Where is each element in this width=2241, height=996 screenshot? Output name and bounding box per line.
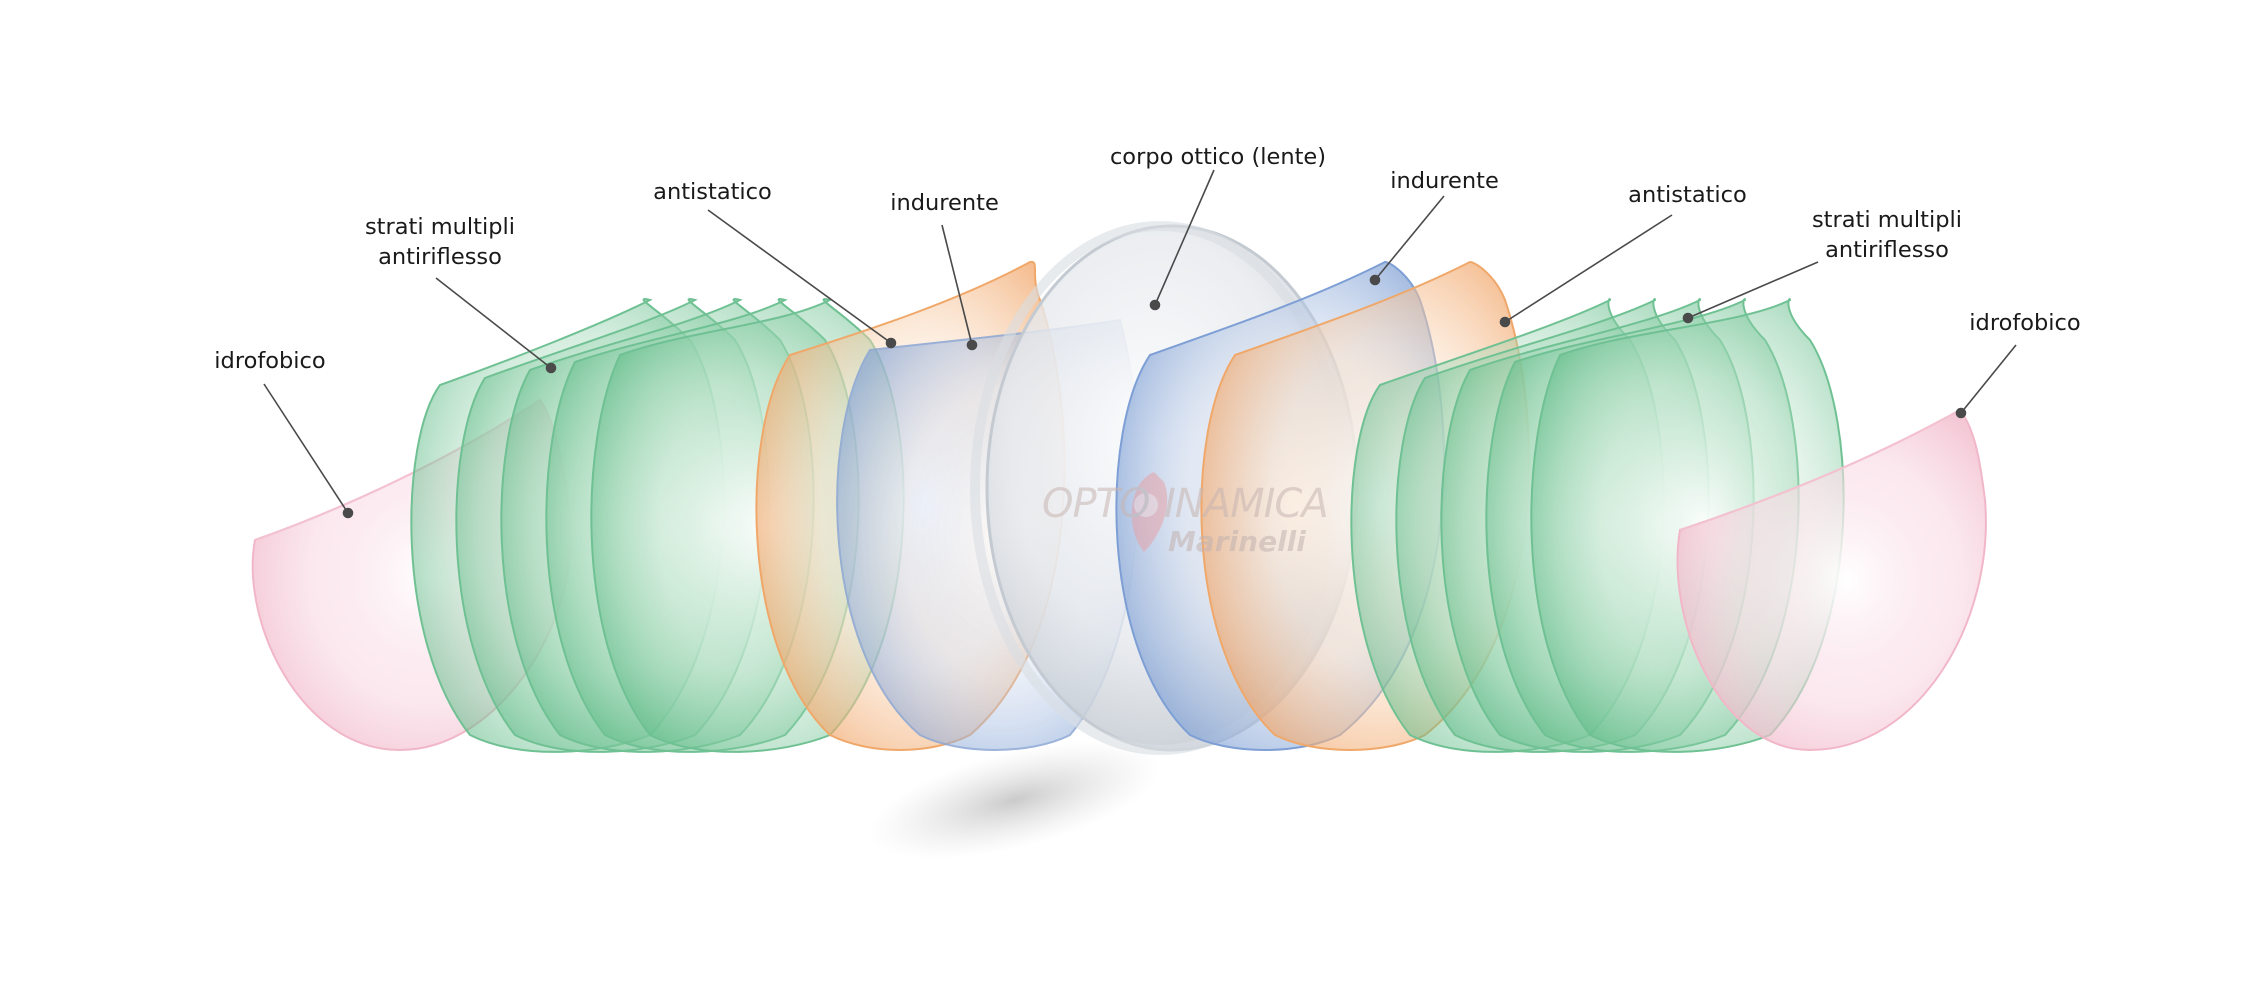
leader-dot-indurente-left [966, 339, 978, 351]
leader-idrofobico-right [1960, 344, 2017, 414]
label-indurente-left: indurente [890, 190, 999, 216]
label-antistatico-right: antistatico [1628, 182, 1747, 208]
label-corpo-ottico: corpo ottico (lente) [1109, 144, 1327, 170]
label-strati-left: strati multipli antiriflesso [355, 212, 525, 272]
logo-mark-icon [1131, 472, 1168, 552]
lens-shadow [868, 740, 1162, 860]
leader-dot-indurente-right [1369, 274, 1381, 286]
label-strati-left-line2: antiriflesso [378, 244, 502, 270]
leader-antistatico-left [707, 209, 892, 344]
leader-antistatico-right [1504, 214, 1673, 323]
label-strati-left-line1: strati multipli [364, 214, 516, 240]
watermark-text-opto: OPTO [1042, 481, 1151, 527]
label-antistatico-left: antistatico [653, 179, 772, 205]
leader-dot-antistatico-right [1499, 316, 1511, 328]
leader-corpo-ottico [1154, 169, 1215, 306]
leader-dot-strati-left [545, 362, 557, 374]
label-indurente-right: indurente [1390, 168, 1499, 194]
watermark-text-marinelli: Marinelli [1168, 525, 1306, 558]
hydrophobic-layer-right-edge [1679, 409, 1961, 531]
leader-strati-left [435, 277, 552, 369]
leader-dot-corpo-ottico [1149, 299, 1161, 311]
label-strati-right-line1: strati multipli [1811, 207, 1963, 233]
label-strati-right-line2: antiriflesso [1825, 237, 1949, 263]
label-strati-right: strati multipli antiriflesso [1802, 205, 1972, 265]
leader-lines [263, 169, 2017, 519]
watermark-text-inamica: INAMICA [1164, 481, 1329, 527]
leader-dot-idrofobico-left [342, 507, 354, 519]
label-idrofobico-left: idrofobico [214, 348, 326, 374]
leader-dot-strati-right [1682, 312, 1694, 324]
leader-indurente-left [941, 224, 973, 346]
leader-strati-right [1687, 261, 1819, 319]
leader-indurente-right [1374, 195, 1445, 281]
label-idrofobico-right: idrofobico [1969, 310, 2081, 336]
leader-idrofobico-left [263, 383, 349, 514]
leader-dot-antistatico-left [885, 337, 897, 349]
leader-dot-idrofobico-right [1955, 407, 1967, 419]
watermark-logo: OPTO INAMICA Marinelli [1034, 455, 1329, 565]
